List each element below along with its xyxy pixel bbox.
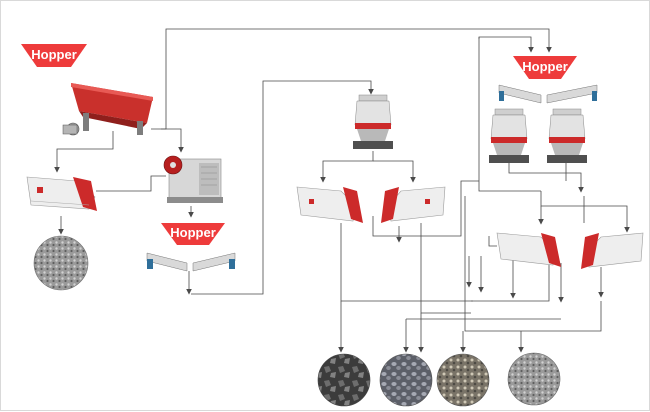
hopper-2: Hopper [161, 223, 225, 245]
vibrating-screen-icon [26, 176, 97, 211]
hopper-1-label: Hopper [31, 47, 77, 62]
cone-crusher-icon [353, 94, 393, 149]
vibrating-feeder-icon [498, 84, 598, 104]
hopper-1: Hopper [21, 44, 87, 67]
vibrating-screen-icon [296, 186, 363, 223]
vibrating-feeder-icon [146, 252, 236, 272]
aggregate-pile-icon [436, 353, 490, 407]
vibrating-feeder-icon [62, 83, 153, 136]
vibrating-screen-icon [581, 232, 644, 269]
hopper-3-label: Hopper [522, 59, 568, 74]
vibrating-screen-icon [381, 186, 446, 223]
aggregate-pile-icon [33, 235, 89, 291]
aggregate-pile-icon [507, 352, 561, 406]
hopper-2-label: Hopper [170, 225, 216, 240]
flow-lines [54, 28, 630, 353]
jaw-crusher-icon [163, 155, 223, 203]
aggregate-pile-icon [379, 353, 433, 407]
hopper-3: Hopper [513, 56, 577, 79]
cone-crusher-icon [489, 108, 529, 163]
vibrating-screen-icon [496, 232, 561, 267]
cone-crusher-icon [547, 108, 587, 163]
aggregate-pile-icon [317, 353, 371, 407]
